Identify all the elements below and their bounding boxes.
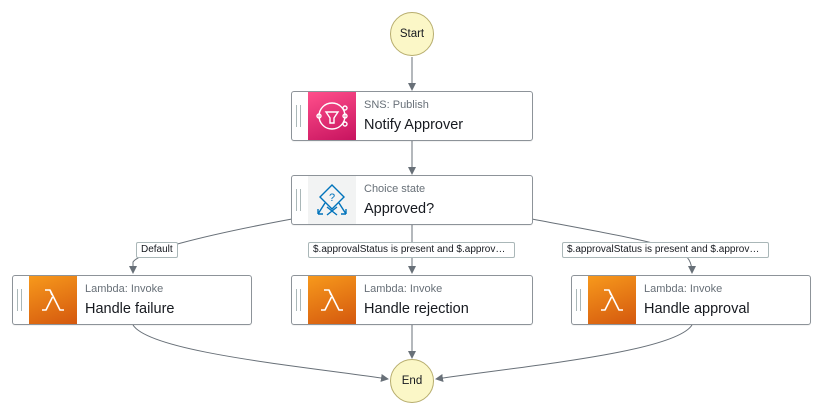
drag-handle[interactable] xyxy=(576,289,581,311)
edge-failure-to-end xyxy=(132,324,389,382)
drag-handle[interactable] xyxy=(296,189,301,211)
state-name: Handle approval xyxy=(644,300,750,317)
edge-approval-to-end xyxy=(435,324,693,382)
state-name: Notify Approver xyxy=(364,116,464,133)
state-approved-choice[interactable]: ? Choice state Approved? xyxy=(291,175,533,225)
drag-handle[interactable] xyxy=(296,105,301,127)
state-name: Handle rejection xyxy=(364,300,469,317)
choice-icon: ? xyxy=(308,176,356,224)
drag-handle[interactable] xyxy=(296,289,301,311)
edge-label-approval-rule[interactable]: $.approvalStatus is present and $.approv… xyxy=(562,242,769,258)
state-type: Lambda: Invoke xyxy=(364,282,443,295)
start-label: Start xyxy=(399,28,425,40)
start-node[interactable]: Start xyxy=(390,12,434,56)
state-type: Lambda: Invoke xyxy=(644,282,723,295)
svg-text:?: ? xyxy=(329,192,335,204)
state-notify-approver[interactable]: SNS: Publish Notify Approver xyxy=(291,91,533,141)
lambda-icon xyxy=(29,276,77,324)
edge-label-default[interactable]: Default xyxy=(136,242,178,258)
end-label: End xyxy=(401,375,423,387)
state-handle-failure[interactable]: Lambda: Invoke Handle failure xyxy=(12,275,252,325)
sns-icon xyxy=(308,92,356,140)
lambda-icon xyxy=(308,276,356,324)
drag-handle[interactable] xyxy=(17,289,22,311)
state-type: SNS: Publish xyxy=(364,98,429,111)
state-type: Choice state xyxy=(364,182,426,195)
edge-label-rejection-rule[interactable]: $.approvalStatus is present and $.approv… xyxy=(308,242,515,258)
state-handle-approval[interactable]: Lambda: Invoke Handle approval xyxy=(571,275,811,325)
lambda-icon xyxy=(588,276,636,324)
end-node[interactable]: End xyxy=(390,359,434,403)
state-name: Approved? xyxy=(364,200,435,217)
state-type: Lambda: Invoke xyxy=(85,282,164,295)
state-name: Handle failure xyxy=(85,300,175,317)
state-handle-rejection[interactable]: Lambda: Invoke Handle rejection xyxy=(291,275,533,325)
